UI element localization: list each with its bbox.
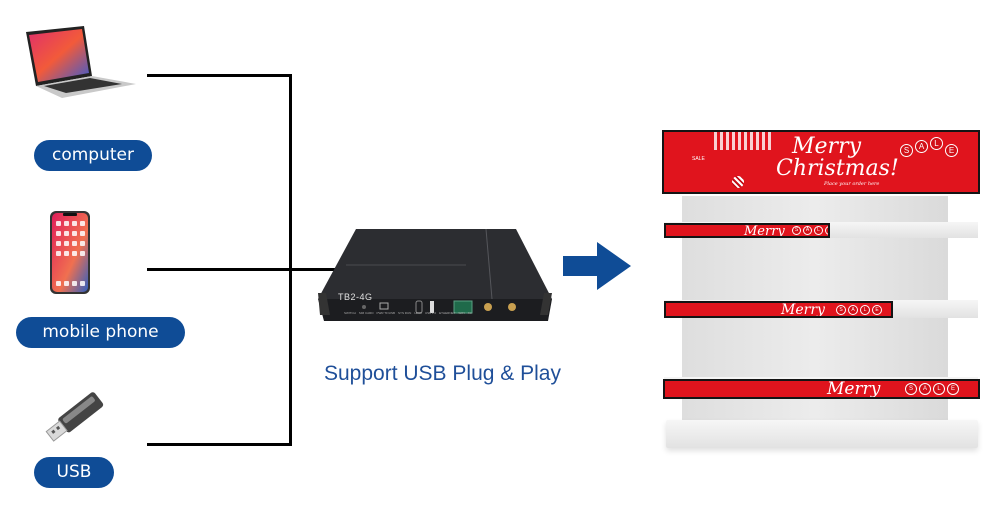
sale-letter: S	[900, 144, 913, 157]
sale-badges-shelf-3: S A L E	[905, 383, 959, 395]
shelf-back-panel	[682, 196, 948, 448]
port-label: SIM CARD	[358, 311, 374, 315]
laptop-icon	[26, 26, 136, 98]
sale-letter: A	[848, 305, 858, 315]
port-label: HDMI	[414, 311, 422, 315]
connector-usb	[147, 443, 292, 446]
shelf-base	[666, 420, 978, 448]
sale-letter: A	[803, 226, 812, 235]
shelf-banner-text: Merry	[781, 302, 825, 318]
sale-badges-shelf-1: S A L E	[792, 226, 828, 235]
sale-badges-shelf-2: S A L E	[836, 305, 882, 315]
sale-letter: E	[945, 144, 958, 157]
ornament-decoration	[732, 176, 744, 188]
device-model-label: TB2-4G	[338, 292, 373, 302]
sale-letter: S	[792, 226, 801, 235]
port-label: SYS RUN	[397, 311, 412, 315]
sale-letter: A	[919, 383, 931, 395]
plug-and-play-caption: Support USB Plug & Play	[324, 362, 561, 385]
usb-drive-icon	[45, 392, 104, 442]
sale-letter: L	[860, 305, 870, 315]
stretched-display-top: Merry Christmas! Place your order here S…	[662, 130, 980, 194]
device-port-labels: SWITCH SIM CARD PWR TF/USB SYS RUN HDMI …	[344, 311, 534, 315]
sale-letter: L	[814, 226, 823, 235]
port-label: USB 2.0	[424, 311, 437, 315]
connector-computer	[147, 74, 292, 77]
shelf-banner-text: Merry	[744, 224, 785, 238]
sale-letter: E	[947, 383, 959, 395]
source-label-mobile-phone: mobile phone	[16, 317, 185, 348]
sale-letter: A	[915, 140, 928, 153]
sale-letter: S	[836, 305, 846, 315]
stretched-display-shelf-1: Merry S A L E	[664, 223, 830, 238]
port-label: PWR TF/USB	[376, 311, 395, 315]
media-player-device	[318, 228, 552, 321]
port-label: WIFI	[458, 311, 465, 315]
sale-letter: S	[905, 383, 917, 395]
source-label-computer: computer	[34, 140, 152, 171]
source-label-usb: USB	[34, 457, 114, 488]
smartphone-icon	[50, 211, 90, 294]
port-label: 4G	[467, 311, 472, 315]
stretched-display-shelf-2: Merry S A L E	[664, 301, 893, 318]
connector-mobile	[147, 268, 342, 271]
banner-title-merry: Merry	[792, 134, 862, 159]
gift-decoration	[714, 132, 772, 150]
banner-subtitle: Place your order here	[824, 181, 880, 187]
sale-letter: E	[872, 305, 882, 315]
sale-badges: S A L E	[900, 137, 958, 157]
arrow-right-icon	[563, 242, 631, 290]
port-label: SWITCH	[344, 311, 356, 315]
connector-vertical-bus	[289, 74, 292, 446]
sale-letter: E	[825, 226, 828, 235]
banner-title-christmas: Christmas!	[776, 156, 899, 181]
sale-letter: L	[933, 383, 945, 395]
sale-letter: L	[930, 137, 943, 150]
stretched-display-shelf-3: Merry S A L E	[663, 379, 980, 399]
shelf-banner-text: Merry	[827, 379, 881, 399]
port-label: ETHERNET	[439, 311, 456, 315]
sale-tag-small: SALE	[692, 156, 705, 162]
